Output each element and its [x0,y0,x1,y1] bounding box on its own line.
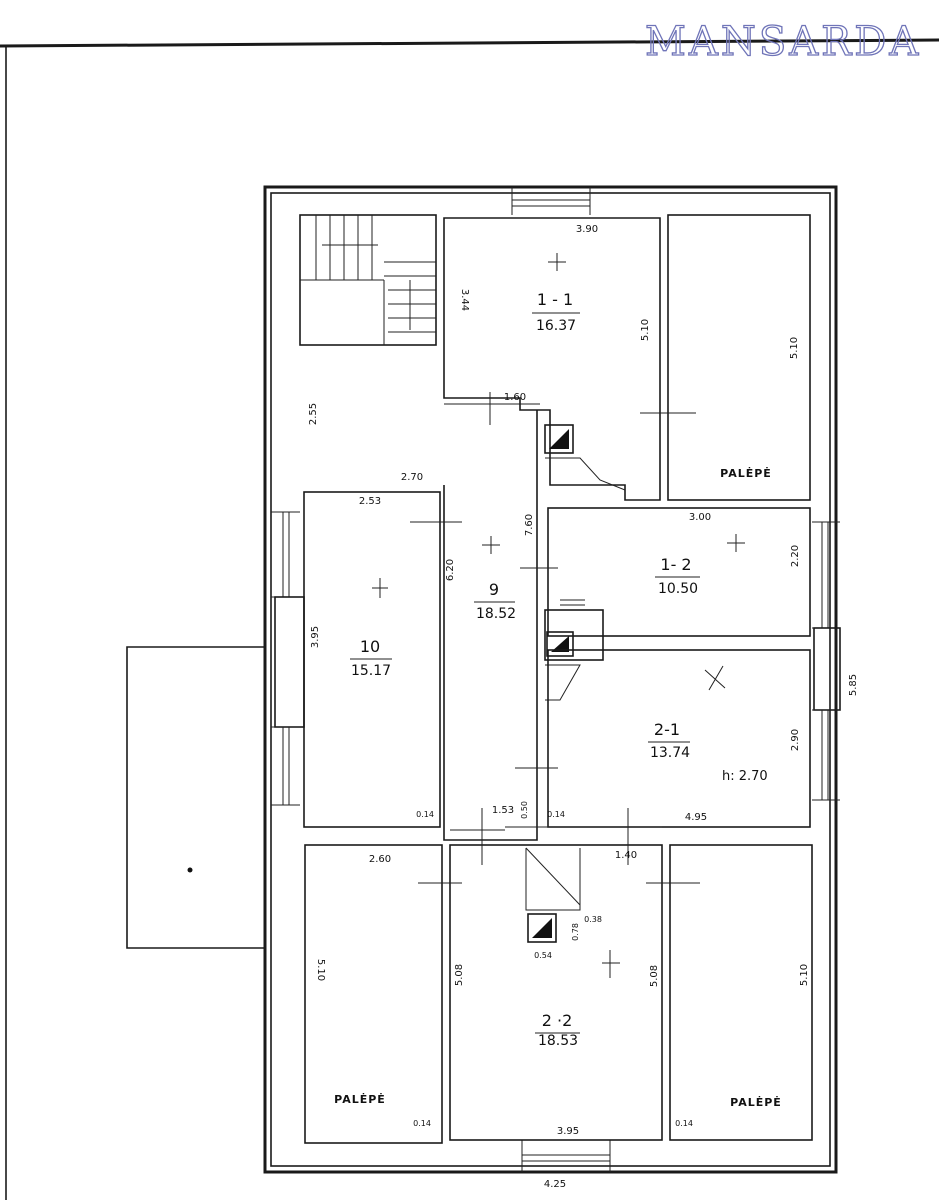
dim-014c: 0.14 [413,1119,431,1128]
room-1-1-outline [443,217,661,501]
annex-outline [126,646,265,949]
dim-510d: 5.10 [799,964,810,986]
dim-140: 1.40 [615,850,637,861]
attic-label-lower-right: PALĖPĖ [730,1095,782,1109]
room-9-number: 9 [489,580,499,599]
dim-290: 2.90 [790,729,801,751]
attic-lower-left-outline [304,844,443,1144]
window-top [511,187,591,215]
room-1-1-label: 1 - 1 16.37 [532,290,580,334]
chimney-mid [544,599,604,701]
dim-054: 0.54 [534,951,552,960]
room-1-1-number: 1 - 1 [537,290,573,309]
outer-wall-inner [270,192,831,1167]
top-border-line [0,38,939,48]
room-2-1-area: 13.74 [650,745,690,761]
dim-344: 3.44 [459,289,470,311]
window-right-2 [812,709,840,801]
dim-270: 2.70 [401,472,423,483]
dim-510a: 5.10 [640,319,651,341]
dim-253: 2.53 [359,496,381,507]
room-2-2-number: 2 ·2 [542,1011,573,1030]
room-1-1-area: 16.37 [536,318,576,334]
dim-390: 3.90 [576,224,598,235]
dim-620: 6.20 [445,559,456,581]
ceiling-crosses [372,253,745,978]
dim-510c: 5.10 [315,959,326,981]
dim-038: 0.38 [584,915,602,924]
dim-260: 2.60 [369,854,391,865]
attic-upper-right-outline [667,214,811,501]
room-9-label: 9 18.52 [474,580,516,622]
room-2-1-number: 2-1 [654,720,680,739]
dim-255: 2.55 [308,403,319,425]
room-9-area: 18.52 [476,606,516,622]
dim-395a: 3.95 [310,626,321,648]
window-left-1 [271,511,300,598]
corridor-9-outline [443,410,538,841]
room-1-2-label: 1- 2 10.50 [655,555,700,597]
window-left-2 [271,726,300,806]
dim-050: 0.50 [520,801,529,819]
attic-label-lower-left: PALĖPĖ [334,1092,386,1106]
dim-585: 5.85 [848,674,859,696]
room-1-2-number: 1- 2 [660,555,691,574]
room-2-2-label: 2 ·2 18.53 [535,1011,580,1049]
mansarda-stamp: MANSARDA [645,19,921,65]
dim-508b: 5.08 [649,965,660,987]
room-2-1-label: 2-1 13.74 h: 2.70 [648,720,768,784]
room-2-2-outline [449,844,663,1141]
dim-014a: 0.14 [416,810,434,819]
staircase-top-left [299,214,437,346]
dim-300: 3.00 [689,512,711,523]
room-1-2-outline [547,507,811,637]
door-marks [410,392,700,884]
dim-014b: 0.14 [547,810,565,819]
room-2-1-outline [547,649,811,828]
attic-label-upper-right: PALĖPĖ [720,466,772,480]
dim-760: 7.60 [524,514,535,536]
dim-508a: 5.08 [454,964,465,986]
window-bottom [521,1140,611,1172]
dim-425: 4.25 [544,1179,566,1190]
chimney-left [274,596,305,728]
room-10-label: 10 15.17 [350,637,392,679]
room-10-area: 15.17 [351,663,391,679]
dim-160: 1.60 [504,392,526,403]
annex-dot [187,867,193,873]
dim-510b: 5.10 [789,337,800,359]
room-2-2-area: 18.53 [538,1033,578,1049]
chimney-lower [525,847,581,943]
room-10-outline [303,491,441,828]
room-1-2-area: 10.50 [658,581,698,597]
dim-220: 2.20 [790,545,801,567]
chimney-upper [544,424,626,491]
room-2-1-height: h: 2.70 [722,769,768,784]
outer-wall [263,185,838,1174]
dim-078: 0.78 [571,923,580,941]
dim-153: 1.53 [492,805,514,816]
dim-495: 4.95 [685,812,707,823]
dim-395b: 3.95 [557,1126,579,1137]
room-10-number: 10 [360,637,380,656]
attic-lower-right-outline [669,844,813,1141]
dim-014d: 0.14 [675,1119,693,1128]
